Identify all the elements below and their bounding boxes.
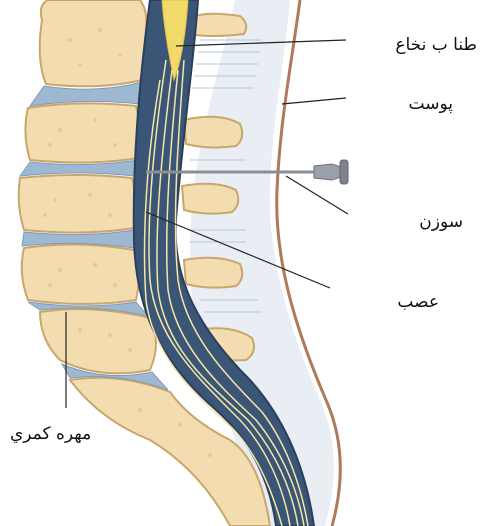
vertebral-body xyxy=(40,0,147,86)
label-skin: پوست xyxy=(409,96,453,113)
spinous-process xyxy=(184,258,242,288)
vertebral-body xyxy=(40,309,156,373)
label-spinal-cord: طنا ب نخاع xyxy=(395,37,477,54)
vertebral-body xyxy=(22,244,139,304)
label-nerve: عصب xyxy=(397,294,439,311)
leader-line-skin xyxy=(282,98,346,104)
vertebral-body xyxy=(19,175,136,233)
label-needle: سوزن xyxy=(419,214,463,231)
spinous-process xyxy=(184,117,242,148)
leader-line-needle xyxy=(286,176,348,214)
spinous-process xyxy=(182,184,238,214)
vertebral-body xyxy=(25,103,139,162)
label-lumbar-vertebra: مهره كمري xyxy=(10,426,91,443)
